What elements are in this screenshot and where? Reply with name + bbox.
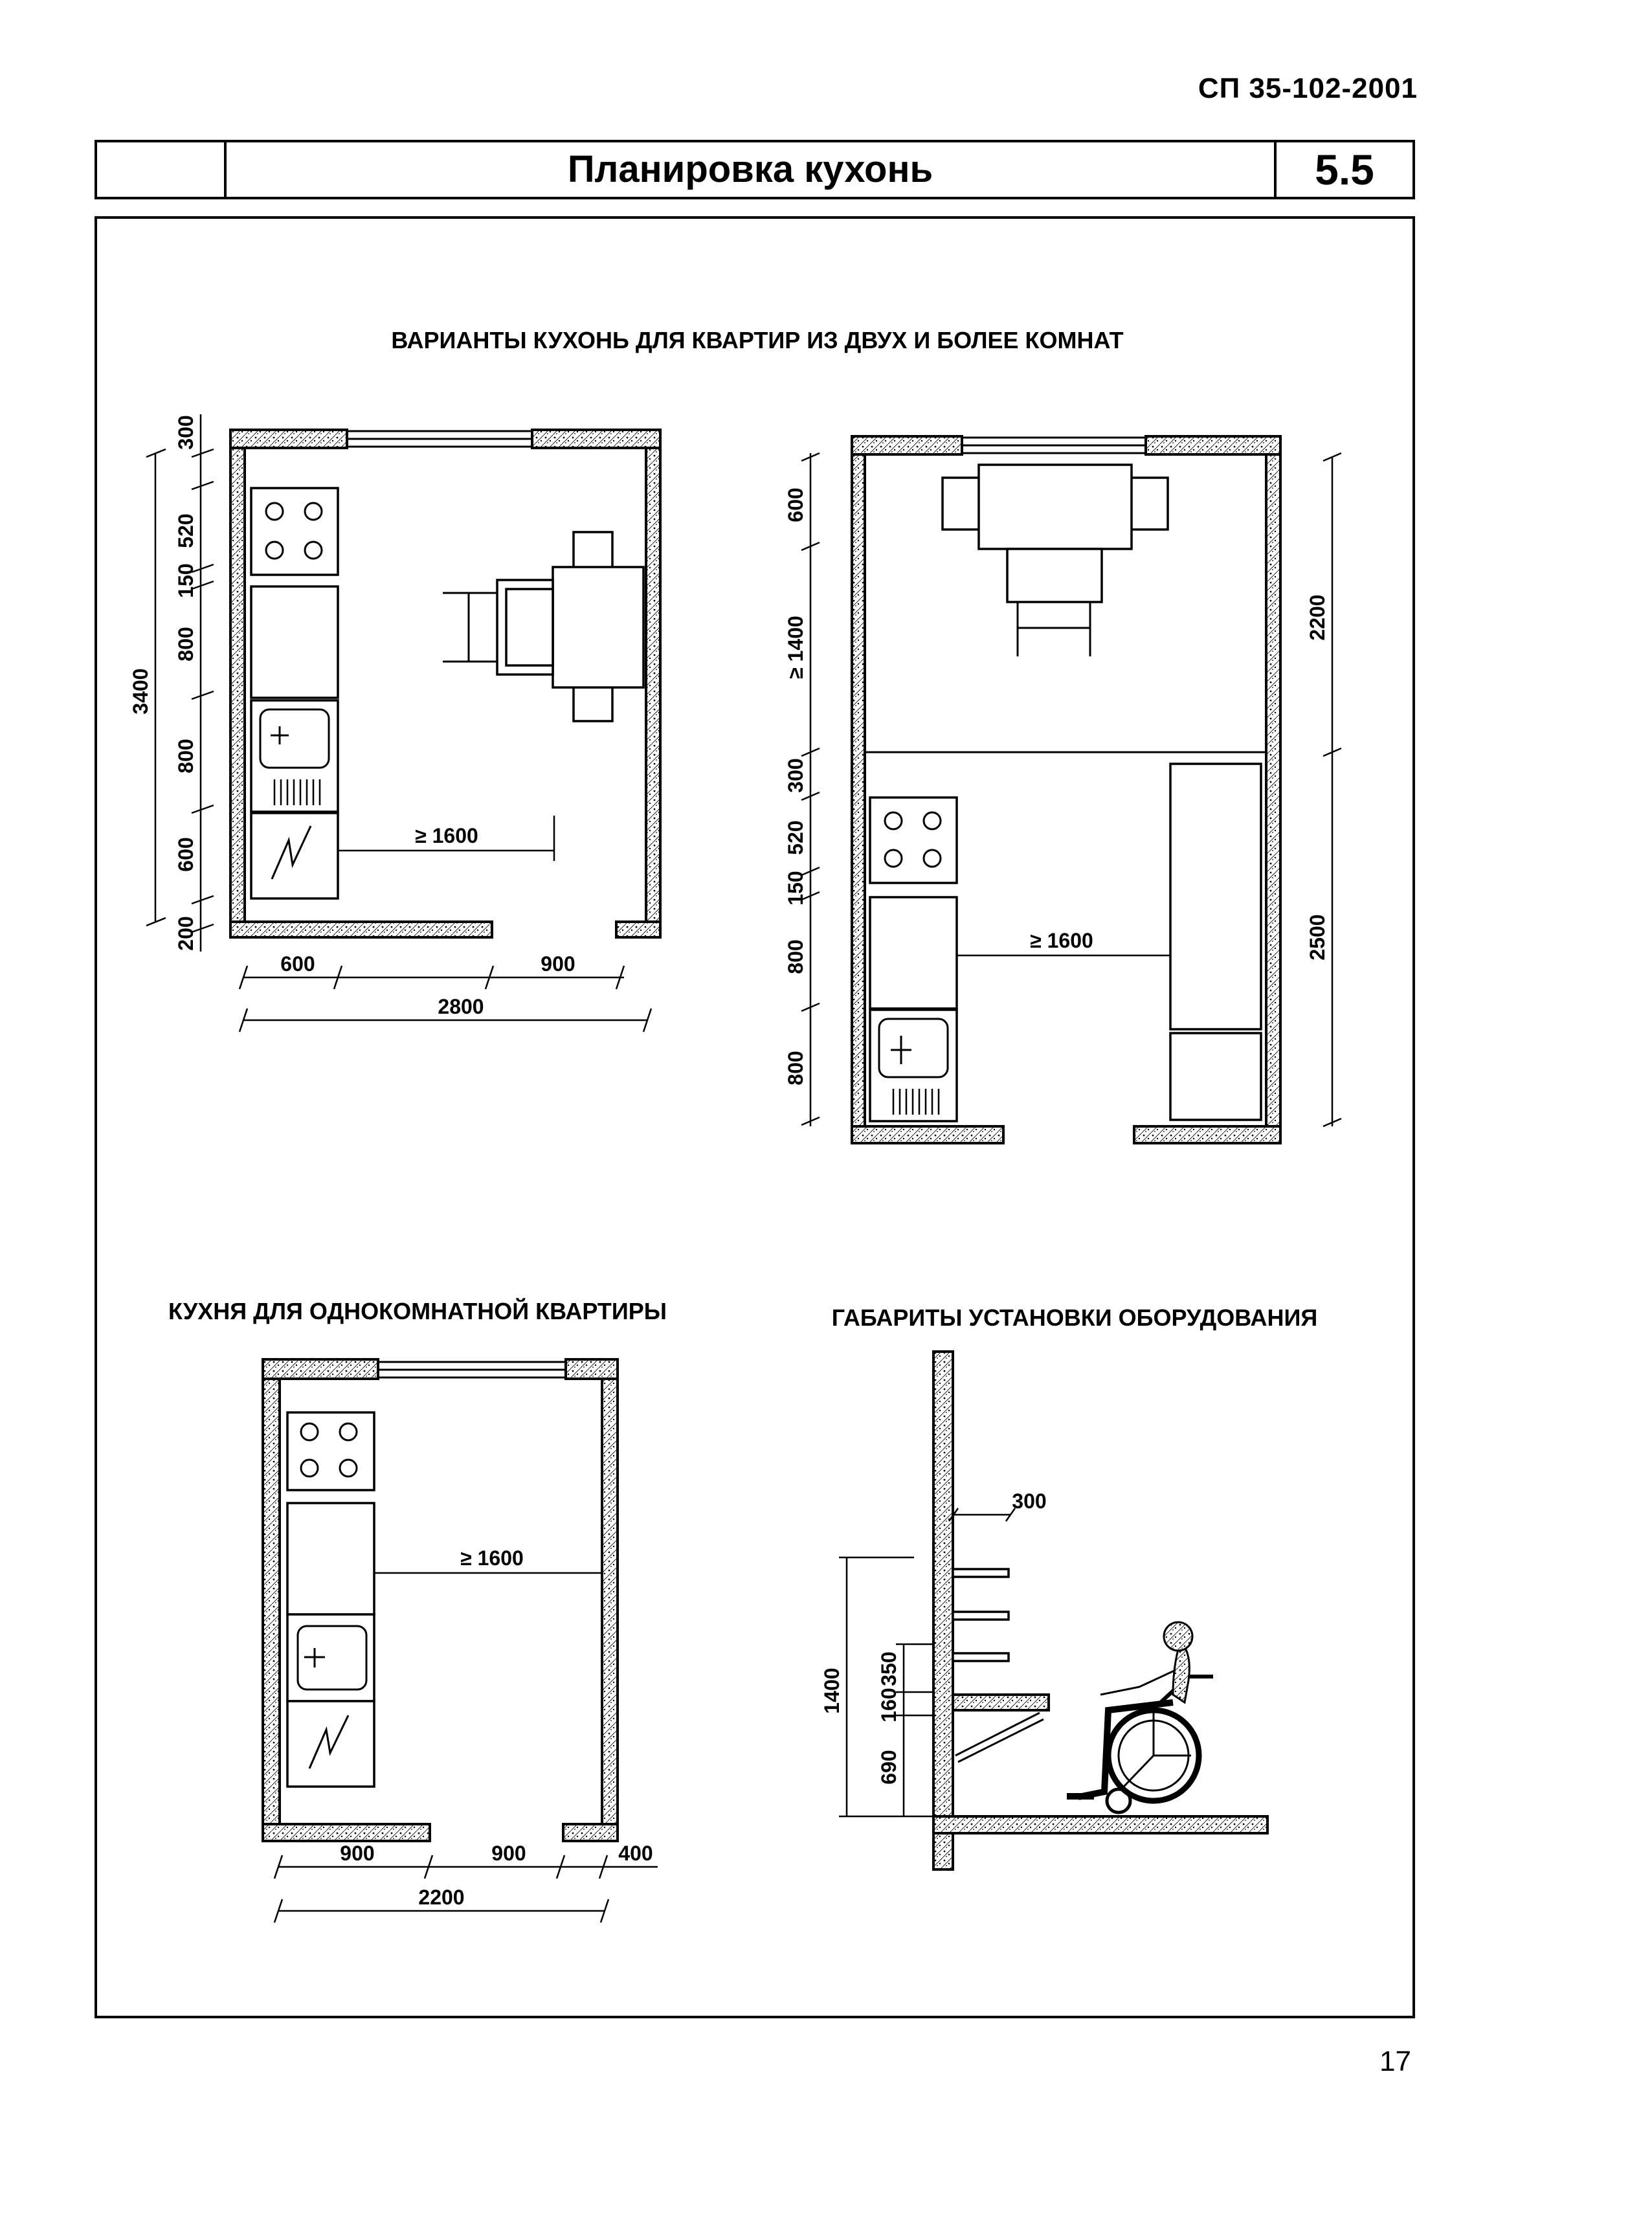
plan-b-stove [869,796,958,884]
plan-c-wall-top-left [262,1358,379,1380]
plan-a-window [347,430,532,448]
plan-b-clearance: ≥ 1600 [957,929,1170,957]
plan-a-wall-top-right [531,429,662,449]
plan-a-dim-200: 200 [174,916,197,950]
plan-c-wall-bottom-right [562,1823,619,1842]
plan-a: ≥ 1600 300 520 150 800 800 600 200 3400 [129,414,662,1032]
plan-b-dim-2500: 2500 [1306,914,1329,960]
plan-a-dim-150: 150 [174,563,197,597]
plan-c-dim-900-2: 900 [491,1842,526,1865]
plan-b-dim-520: 520 [784,820,807,854]
plan-a-dim-800-2: 800 [174,739,197,773]
plan-b-base-cabinet [1169,1032,1262,1121]
equipment-wall [932,1350,954,1871]
plan-a-wall-bottom-right [615,920,662,939]
plan-b-dim-800-1: 800 [784,939,807,974]
equipment-dim-1400: 1400 [820,1667,843,1713]
plan-c-counter [286,1502,375,1616]
plan-a-stove [250,487,339,576]
plan-a-dim-3400: 3400 [129,668,152,714]
plan-b-wall-right [1265,435,1282,1144]
plan-b-wall-top-right [1144,435,1282,456]
equipment-dim-300: 300 [1012,1489,1046,1513]
equipment-floor [932,1815,1269,1834]
plan-b-wall-top-left [851,435,963,456]
plan-a-clearance-label: ≥ 1600 [415,824,478,847]
plan-a-dim-bottom-600: 600 [280,952,315,976]
plan-c-wall-top-right [564,1358,619,1380]
plan-a-sink [250,699,339,813]
plan-c-sink [286,1613,375,1702]
plan-a-wall-top-left [229,429,348,449]
plan-c-wall-left [262,1358,281,1842]
title-bar: Планировка кухонь 5.5 [95,140,1415,199]
plan-a-bottom-dimensions: 600 900 2800 [238,952,653,1032]
plan-a-dim-300: 300 [174,415,197,449]
drawing-frame [95,216,1415,2018]
section-number: 5.5 [1274,142,1412,197]
plan-b-wall-left [851,435,866,1144]
plan-a-wall-right [645,429,662,939]
plan-b-dim-800-2: 800 [784,1051,807,1085]
equipment-dim-690: 690 [877,1750,900,1784]
plan-b-dim-300: 300 [784,758,807,792]
plan-c-dim-2200: 2200 [418,1886,464,1909]
plan-c-clearance-label: ≥ 1600 [460,1546,524,1570]
plan-c-dim-400: 400 [618,1842,653,1865]
plan-a-fridge [250,812,339,900]
plan-c: ≥ 1600 900 900 400 2200 [262,1358,658,1923]
plan-b-counter [869,896,958,1010]
equipment-shelf-depth-dim: 300 [948,1489,1047,1522]
section-title-equipment: ГАБАРИТЫ УСТАНОВКИ ОБОРУДОВАНИЯ [832,1304,1317,1331]
wheelchair-user-figure [1067,1621,1213,1814]
document-code: СП 35-102-2001 [1198,72,1418,104]
plan-a-dining-table [443,531,645,722]
plan-b-clearance-label: ≥ 1600 [1030,929,1093,952]
plan-b-sink [869,1009,958,1122]
plan-b-dim-600: 600 [784,487,807,522]
plan-a-dim-2800: 2800 [438,995,484,1018]
plan-c-fridge [286,1700,375,1788]
plan-b-tall-cabinet [1169,763,1262,1031]
plan-a-wall-left [229,429,246,939]
page-title: Планировка кухонь [567,148,933,190]
plan-a-dim-800-1: 800 [174,627,197,661]
plan-c-wall-right [601,1358,619,1842]
equipment-counter [952,1693,1050,1763]
plan-a-wall-bottom-left [229,920,493,939]
plan-b-dining-table [941,463,1169,656]
plan-a-counter [250,585,339,699]
plan-b: ≥ 1600 600 ≥ 1400 300 520 150 800 800 [784,435,1342,1144]
equipment-dim-350: 350 [877,1651,900,1686]
plan-c-window [378,1361,566,1379]
page-number: 17 [1379,2046,1411,2077]
plan-c-bottom-dimensions: 900 900 400 2200 [273,1842,658,1923]
equipment-section: 300 1400 350 160 690 [820,1350,1269,1871]
section-title-one-room: КУХНЯ ДЛЯ ОДНОКОМНАТНОЙ КВАРТИРЫ [168,1297,667,1324]
equipment-dim-160: 160 [877,1688,900,1722]
title-blank-cell [97,142,227,197]
equipment-height-dims: 1400 350 160 690 [820,1556,932,1818]
plan-b-right-dimensions: 2200 2500 [1306,452,1342,1128]
plan-b-left-dimensions: 600 ≥ 1400 300 520 150 800 800 [784,452,820,1126]
plan-c-wall-bottom-left [262,1823,431,1842]
plan-a-dim-bottom-900: 900 [541,952,575,976]
plan-b-dim-2200: 2200 [1306,594,1329,640]
plan-b-window [962,436,1146,454]
plan-a-dim-520: 520 [174,513,197,548]
plan-c-stove [286,1411,375,1491]
plan-b-dim-1400: ≥ 1400 [784,616,807,679]
plan-a-clearance: ≥ 1600 [338,816,555,861]
plan-c-clearance: ≥ 1600 [374,1546,602,1574]
plan-b-dim-150: 150 [784,871,807,905]
plan-b-wall-bottom-left [851,1125,1005,1144]
plan-b-wall-bottom-right [1133,1125,1282,1144]
plan-a-dim-600: 600 [174,837,197,871]
equipment-wall-shelves [952,1568,1010,1662]
plan-a-left-dimensions: 300 520 150 800 800 600 200 3400 [129,414,214,952]
section-title-multi-room: ВАРИАНТЫ КУХОНЬ ДЛЯ КВАРТИР ИЗ ДВУХ И БО… [391,327,1123,353]
plan-c-dim-900-1: 900 [340,1842,374,1865]
